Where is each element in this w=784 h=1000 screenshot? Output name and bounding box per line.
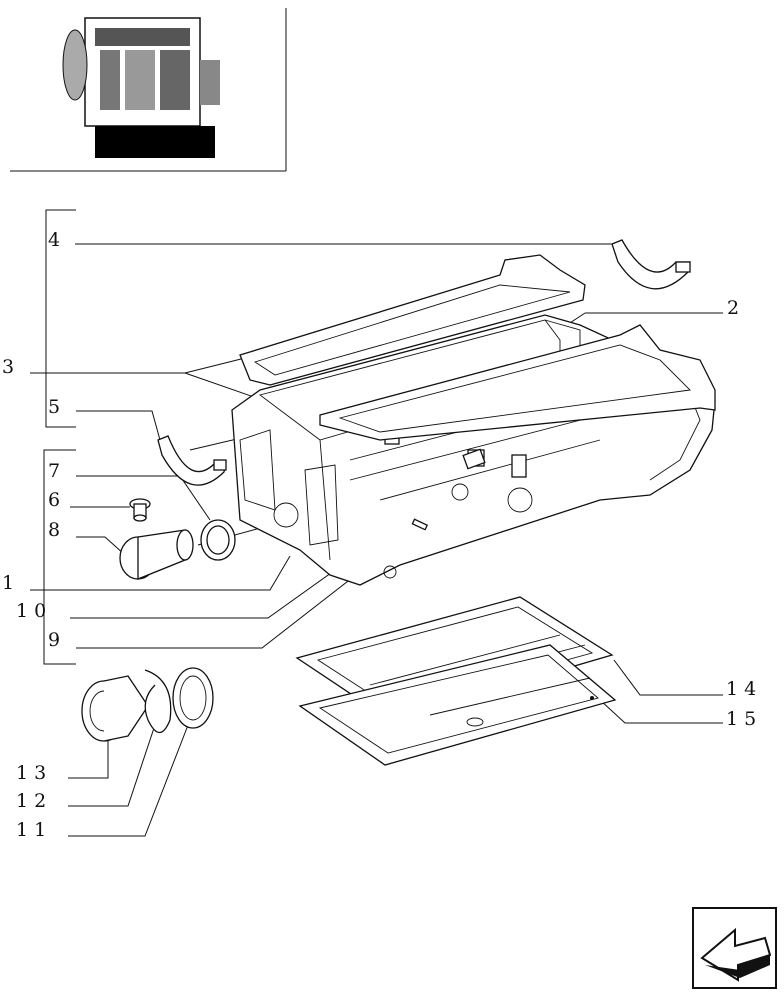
plug-6 [129, 498, 151, 522]
lower-plate-15 [298, 644, 617, 766]
upper-plate-3 [239, 254, 586, 386]
next-page-arrow-icon[interactable] [692, 907, 777, 989]
ring-11 [172, 667, 214, 729]
engine-thumbnail [10, 8, 287, 172]
callout-2: 2 [727, 297, 745, 319]
bearing-cap-5 [157, 435, 227, 486]
callout-11: 11 [16, 819, 52, 841]
callout-10: 10 [16, 600, 52, 622]
callout-8: 8 [48, 519, 66, 541]
ring-7 [200, 519, 236, 561]
snap-ring-12 [144, 669, 172, 734]
gasket-2 [319, 324, 716, 441]
plug-8 [119, 529, 194, 580]
pin-9 [411, 518, 429, 531]
callout-9: 9 [48, 629, 66, 651]
callout-13: 13 [16, 762, 52, 784]
callout-15: 15 [726, 708, 762, 730]
engine-thumbnail-icon [62, 17, 220, 158]
fitting-10 [462, 448, 486, 470]
callout-14: 14 [726, 678, 762, 700]
callout-3: 3 [2, 356, 20, 378]
callout-6: 6 [48, 489, 66, 511]
bushing-13 [81, 675, 149, 742]
callout-12: 12 [16, 790, 52, 812]
callout-1: 1 [2, 572, 20, 594]
bearing-cap-4 [611, 239, 691, 290]
callout-4: 4 [48, 229, 66, 251]
callout-7: 7 [48, 460, 66, 482]
callout-5: 5 [48, 396, 66, 418]
